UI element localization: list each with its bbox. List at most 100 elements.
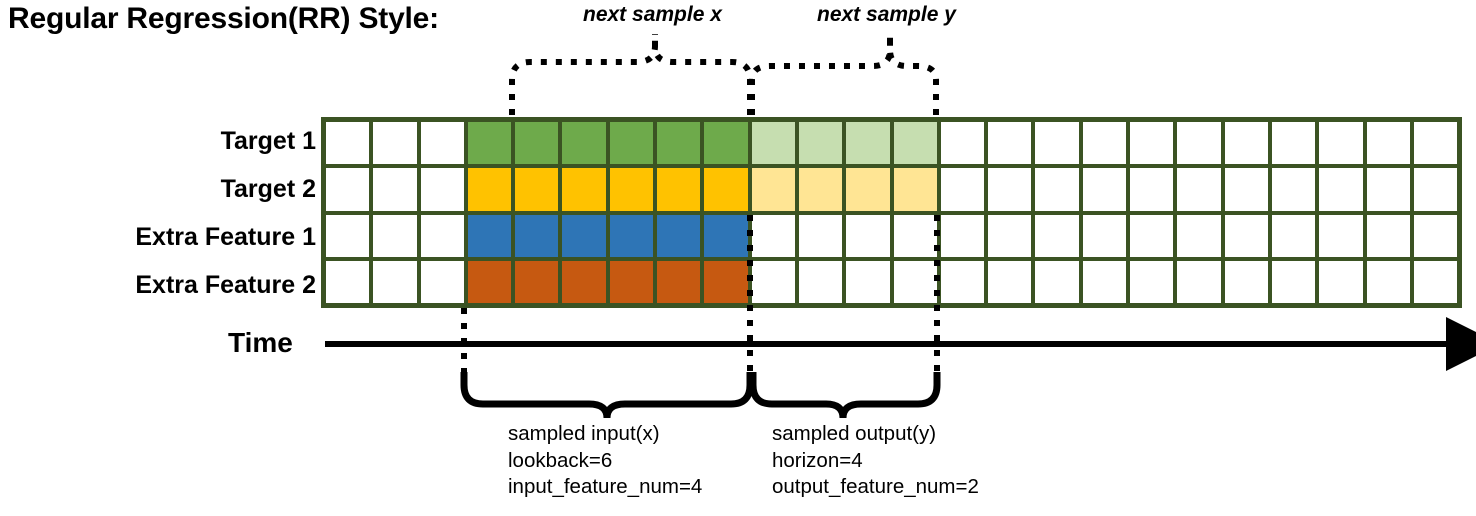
grid-cell-r1-c18 bbox=[1177, 168, 1221, 211]
grid-cell-r1-c5 bbox=[562, 168, 606, 211]
grid-cell-r3-c18 bbox=[1177, 260, 1221, 303]
grid-row-extra-feature-1 bbox=[326, 214, 1458, 257]
grid-row-target-1 bbox=[326, 122, 1458, 165]
grid-cell-r3-c16 bbox=[1082, 260, 1127, 303]
grid-cell-r3-c12 bbox=[893, 260, 937, 303]
time-axis-label: Time bbox=[228, 327, 293, 358]
brace-sampled-input bbox=[460, 372, 754, 419]
grid-cell-r1-c19 bbox=[1224, 168, 1268, 211]
grid-cell-r3-c8 bbox=[704, 260, 748, 303]
grid-cell-r3-c7 bbox=[657, 260, 701, 303]
grid-cell-r0-c0 bbox=[326, 122, 370, 165]
timeseries-grid bbox=[321, 117, 1462, 308]
grid-cell-r2-c22 bbox=[1366, 214, 1410, 257]
grid-cell-r3-c9 bbox=[751, 260, 795, 303]
grid-cell-r3-c11 bbox=[846, 260, 890, 303]
grid-cell-r0-c9 bbox=[751, 122, 795, 165]
row-label-extra-feature-2: Extra Feature 2 bbox=[135, 271, 316, 299]
caption-sampled-input: sampled input(x) lookback=6 input_featur… bbox=[508, 422, 703, 498]
row-label-target-2: Target 2 bbox=[220, 175, 316, 203]
caption-sampled-output: sampled output(y) horizon=4 output_featu… bbox=[772, 422, 979, 498]
grid-cell-r1-c6 bbox=[609, 168, 654, 211]
grid-cell-r0-c2 bbox=[420, 122, 464, 165]
grid-cell-r3-c20 bbox=[1271, 260, 1316, 303]
grid-cell-r0-c15 bbox=[1035, 122, 1079, 165]
grid-cell-r0-c16 bbox=[1082, 122, 1127, 165]
grid-cell-r1-c9 bbox=[751, 168, 795, 211]
grid-cell-r1-c14 bbox=[988, 168, 1032, 211]
grid-cell-r0-c22 bbox=[1366, 122, 1410, 165]
grid-cell-r2-c16 bbox=[1082, 214, 1127, 257]
grid-cell-r2-c19 bbox=[1224, 214, 1268, 257]
grid-cell-r1-c21 bbox=[1319, 168, 1363, 211]
grid-cell-r2-c13 bbox=[940, 214, 985, 257]
grid-cell-r2-c21 bbox=[1319, 214, 1363, 257]
grid-cell-r1-c12 bbox=[893, 168, 937, 211]
grid-cell-r2-c8 bbox=[704, 214, 748, 257]
grid-cell-r2-c7 bbox=[657, 214, 701, 257]
grid-cell-r1-c15 bbox=[1035, 168, 1079, 211]
grid-cell-r2-c18 bbox=[1177, 214, 1221, 257]
dotted-brace-next-sample-y bbox=[749, 34, 939, 115]
grid-cell-r1-c8 bbox=[704, 168, 748, 211]
grid-cell-r0-c4 bbox=[515, 122, 559, 165]
grid-cell-r3-c15 bbox=[1035, 260, 1079, 303]
brace-sampled-output bbox=[749, 372, 941, 419]
grid-cell-r3-c23 bbox=[1413, 260, 1458, 303]
grid-cell-r2-c14 bbox=[988, 214, 1032, 257]
grid-cell-r2-c3 bbox=[467, 214, 512, 257]
grid-cell-r0-c1 bbox=[373, 122, 417, 165]
grid-cell-r0-c11 bbox=[846, 122, 890, 165]
grid-cell-r3-c1 bbox=[373, 260, 417, 303]
grid-cell-r1-c1 bbox=[373, 168, 417, 211]
grid-cell-r3-c4 bbox=[515, 260, 559, 303]
grid-cell-r2-c5 bbox=[562, 214, 606, 257]
grid-cell-r0-c7 bbox=[657, 122, 701, 165]
grid-cell-r1-c20 bbox=[1271, 168, 1316, 211]
grid-cell-r3-c0 bbox=[326, 260, 370, 303]
grid-cell-r0-c13 bbox=[940, 122, 985, 165]
grid-cell-r0-c12 bbox=[893, 122, 937, 165]
grid-cell-r3-c19 bbox=[1224, 260, 1268, 303]
grid-cell-r3-c13 bbox=[940, 260, 985, 303]
grid-cell-r0-c23 bbox=[1413, 122, 1458, 165]
grid-cell-r0-c19 bbox=[1224, 122, 1268, 165]
grid-cell-r1-c23 bbox=[1413, 168, 1458, 211]
grid-cell-r2-c2 bbox=[420, 214, 464, 257]
grid-cell-r3-c14 bbox=[988, 260, 1032, 303]
grid-cell-r1-c22 bbox=[1366, 168, 1410, 211]
grid-cell-r1-c0 bbox=[326, 168, 370, 211]
grid-cell-r0-c14 bbox=[988, 122, 1032, 165]
grid-cell-r3-c6 bbox=[609, 260, 654, 303]
grid-cell-r1-c13 bbox=[940, 168, 985, 211]
dotted-brace-next-sample-x bbox=[509, 34, 753, 115]
grid-cell-r0-c3 bbox=[467, 122, 512, 165]
grid-cell-r0-c5 bbox=[562, 122, 606, 165]
grid-cell-r2-c17 bbox=[1130, 214, 1174, 257]
grid-cell-r1-c3 bbox=[467, 168, 512, 211]
row-label-extra-feature-1: Extra Feature 1 bbox=[135, 223, 316, 251]
grid-cell-r0-c8 bbox=[704, 122, 748, 165]
grid-cell-r2-c1 bbox=[373, 214, 417, 257]
grid-cell-r2-c0 bbox=[326, 214, 370, 257]
grid-row-target-2 bbox=[326, 168, 1458, 211]
grid-cell-r1-c11 bbox=[846, 168, 890, 211]
grid-cell-r0-c6 bbox=[609, 122, 654, 165]
annotation-next-sample-x: next sample x bbox=[583, 3, 722, 26]
grid-cell-r0-c20 bbox=[1271, 122, 1316, 165]
grid-cell-r3-c3 bbox=[467, 260, 512, 303]
grid-cell-r2-c10 bbox=[798, 214, 843, 257]
grid-cell-r2-c20 bbox=[1271, 214, 1316, 257]
grid-cell-r1-c16 bbox=[1082, 168, 1127, 211]
grid-cell-r3-c10 bbox=[798, 260, 843, 303]
grid-cell-r0-c17 bbox=[1130, 122, 1174, 165]
grid-cell-r2-c6 bbox=[609, 214, 654, 257]
grid-cell-r1-c4 bbox=[515, 168, 559, 211]
grid-cell-r2-c9 bbox=[751, 214, 795, 257]
grid-cell-r0-c21 bbox=[1319, 122, 1363, 165]
grid-cell-r2-c23 bbox=[1413, 214, 1458, 257]
grid-cell-r3-c22 bbox=[1366, 260, 1410, 303]
grid-cell-r2-c15 bbox=[1035, 214, 1079, 257]
page-title: Regular Regression(RR) Style: bbox=[8, 2, 439, 35]
grid-cell-r3-c2 bbox=[420, 260, 464, 303]
